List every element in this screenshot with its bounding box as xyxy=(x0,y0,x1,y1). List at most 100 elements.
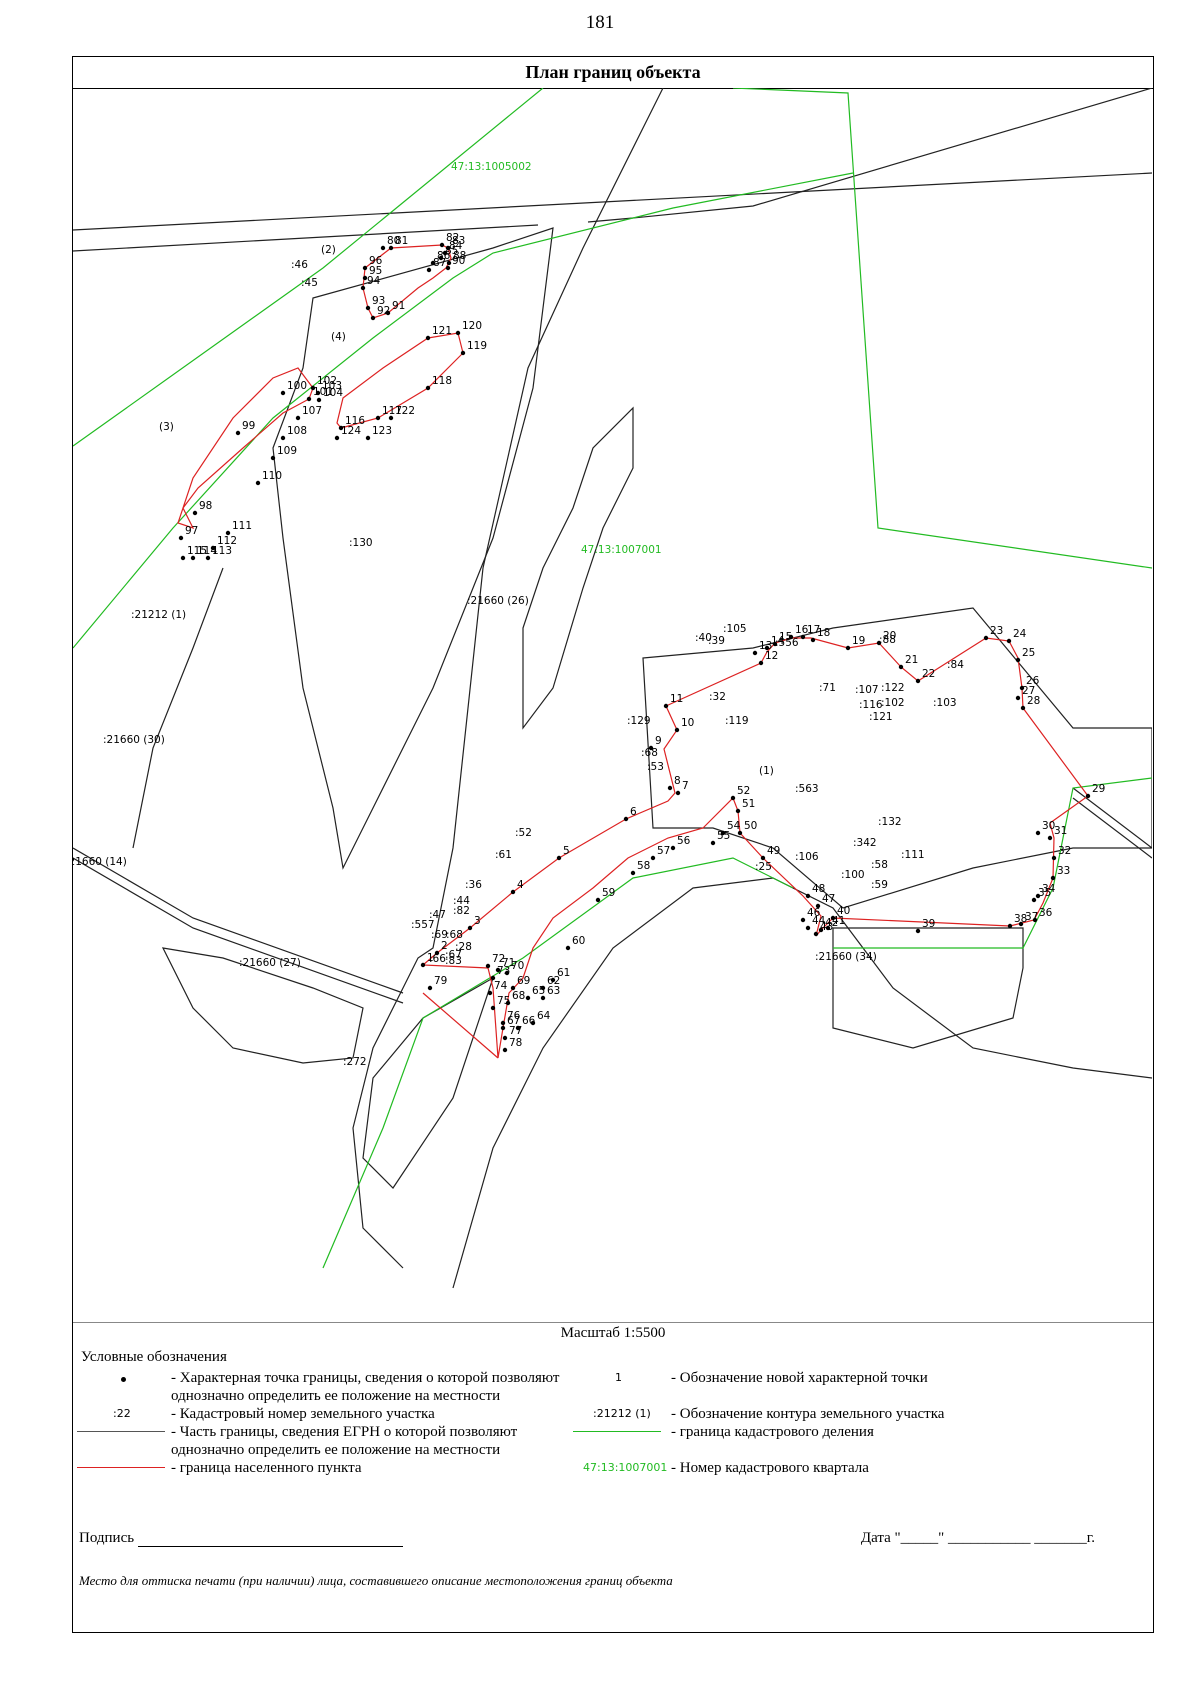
point-59 xyxy=(595,897,601,903)
point-97 xyxy=(178,535,184,541)
point-label-31: 31 xyxy=(1054,825,1067,837)
point-label-34: 34 xyxy=(1042,883,1056,895)
point-label-28: 28 xyxy=(1027,695,1040,707)
point-label-42: 42 xyxy=(825,917,838,929)
point-label-92: 92 xyxy=(377,305,390,317)
parcel-label: :82 xyxy=(453,905,470,917)
point-label-41: 41 xyxy=(832,915,845,927)
point-8 xyxy=(667,785,673,791)
settlement-1-outline xyxy=(642,607,1152,909)
parcel-label: :107 xyxy=(855,684,879,696)
point-43 xyxy=(813,931,819,937)
point-label-61: 61 xyxy=(557,967,570,979)
point-label-64: 64 xyxy=(537,1010,551,1022)
parcel-label: :21660 (26) xyxy=(467,595,529,607)
point-label-26: 26 xyxy=(1026,675,1040,687)
map-scale: Масштаб 1:5500 xyxy=(73,1322,1153,1342)
point-21 xyxy=(898,664,904,670)
point-label-95: 95 xyxy=(369,265,382,277)
road-right-edge xyxy=(587,88,1152,223)
point-label-56: 56 xyxy=(677,835,691,847)
parcel-label: :129 xyxy=(627,715,651,727)
point-label-114: 114 xyxy=(197,545,217,557)
point-56 xyxy=(670,845,676,851)
parcel-label: :103 xyxy=(933,697,957,709)
point-50 xyxy=(737,830,743,836)
point-label-86: 86 xyxy=(437,250,451,262)
quarter-label: 47:13:1005002 xyxy=(451,161,532,173)
point-label-96: 96 xyxy=(369,255,383,267)
parcel-label: :53 xyxy=(647,761,664,773)
legend: Условные обозначения - Характерная точка… xyxy=(73,1345,1153,1505)
river-bank-north xyxy=(132,567,224,849)
point-110 xyxy=(255,480,261,486)
point-label-11: 11 xyxy=(670,693,683,705)
point-label-7: 7 xyxy=(682,780,689,792)
plan-title: План границ объекта xyxy=(73,57,1153,89)
point-label-99: 99 xyxy=(242,420,255,432)
point-102 xyxy=(310,385,316,391)
egrn-boundaries xyxy=(73,88,1152,1289)
parcel-label: :563 xyxy=(795,783,819,795)
point-71 xyxy=(495,967,501,973)
legend-symbol-cadastral-number: :22 xyxy=(113,1407,131,1420)
point-label-110: 110 xyxy=(262,470,282,482)
signature-field[interactable]: Подпись xyxy=(79,1530,404,1547)
point-111 xyxy=(225,530,231,536)
parcel-label: :68 xyxy=(641,747,658,759)
point-35 xyxy=(1031,897,1037,903)
point-label-59: 59 xyxy=(602,887,615,899)
point-label-32: 32 xyxy=(1058,845,1071,857)
parcel-label: :39 xyxy=(708,635,725,647)
parcel-label: :88 xyxy=(879,634,896,646)
point-82 xyxy=(439,242,445,248)
point-label-90: 90 xyxy=(452,255,465,267)
point-73 xyxy=(490,975,496,981)
left-road-b xyxy=(73,857,404,1004)
parcel-label: :21660 (30) xyxy=(103,734,165,746)
point-70 xyxy=(504,970,510,976)
point-label-48: 48 xyxy=(812,883,825,895)
legend-item-egrn-boundary: - Часть границы, сведения ЕГРН о которой… xyxy=(171,1424,518,1458)
parcel-label: :556 xyxy=(775,637,799,649)
point-119 xyxy=(460,350,466,356)
point-31 xyxy=(1047,835,1053,841)
road-top-edge xyxy=(73,172,1152,231)
date-field[interactable]: Дата "_____" ___________ _______г. xyxy=(860,1530,1095,1546)
parcel-label: :71 xyxy=(819,682,836,694)
point-22 xyxy=(915,678,921,684)
point-9 xyxy=(648,745,654,751)
legend-green-line-symbol xyxy=(573,1431,661,1432)
settlement-contour-4 xyxy=(336,332,464,429)
point-114 xyxy=(190,555,196,561)
legend-item-point: - Характерная точка границы, сведения о … xyxy=(171,1370,560,1404)
point-label-35: 35 xyxy=(1038,887,1051,899)
point-96 xyxy=(362,265,368,271)
stamp-note: Место для оттиска печати (при наличии) л… xyxy=(79,1573,673,1588)
point-118 xyxy=(425,385,431,391)
point-label-30: 30 xyxy=(1042,820,1055,832)
legend-red-line-symbol xyxy=(77,1467,165,1468)
point-label-62: 62 xyxy=(547,975,560,987)
point-12 xyxy=(758,660,764,666)
characteristic-points xyxy=(178,242,1091,1053)
point-label-9: 9 xyxy=(655,735,662,747)
point-label-111: 111 xyxy=(232,520,252,532)
point-label-70: 70 xyxy=(511,960,524,972)
point-26 xyxy=(1019,685,1025,691)
point-74 xyxy=(487,990,493,996)
point-label-81: 81 xyxy=(395,235,408,247)
plan-frame: План границ объекта xyxy=(72,56,1154,1633)
point-36 xyxy=(1032,917,1038,923)
point-label-22: 22 xyxy=(922,668,935,680)
point-label-6: 6 xyxy=(630,806,637,818)
point-label-75: 75 xyxy=(497,995,510,1007)
point-5 xyxy=(556,855,562,861)
point-7 xyxy=(675,790,681,796)
parcel-label: (2) xyxy=(321,244,336,256)
point-115 xyxy=(180,555,186,561)
parcel-label: :83 xyxy=(445,955,462,967)
parcel-label: :68 xyxy=(446,929,463,941)
point-label-78: 78 xyxy=(509,1037,522,1049)
